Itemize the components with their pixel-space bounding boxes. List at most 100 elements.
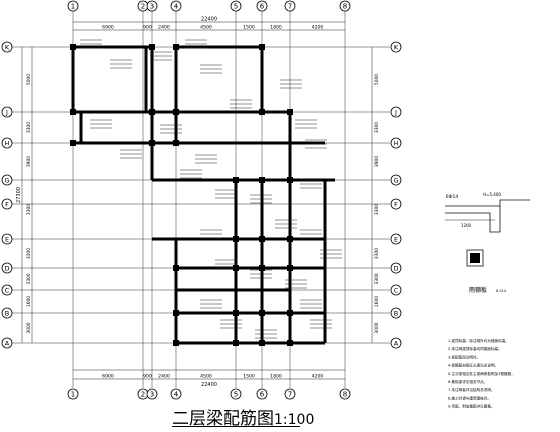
axis-label-left-D: D (4, 265, 9, 273)
rebar-annotation-13 (300, 229, 322, 239)
canopy-dim-label: 1200 (461, 223, 472, 228)
column-5 (149, 109, 155, 115)
axis-bubble-left-J (1, 106, 13, 118)
axis-label-top-6: 6 (260, 3, 265, 11)
dim-left-2: 3900 (26, 156, 32, 167)
axis-label-top-1: 1 (71, 3, 75, 11)
axis-bubble-right-G (390, 174, 402, 186)
rebar-annotation-20 (220, 319, 242, 329)
rebar-annotation-26 (300, 179, 322, 189)
axis-label-top-7: 7 (288, 3, 292, 11)
dim-right-5: 3300 (374, 273, 380, 284)
column-0 (70, 44, 76, 50)
column-9 (70, 140, 76, 146)
column-4 (70, 109, 76, 115)
dim-right-7: 3000 (374, 322, 380, 333)
axis-label-bottom-4: 4 (174, 391, 179, 399)
rebar-annotation-25 (180, 169, 202, 179)
rebar-annotation-18 (300, 299, 322, 309)
rebar-annotation-10 (215, 189, 237, 199)
column-24 (259, 310, 265, 316)
canopy-detail-label: 雨棚板 (469, 286, 487, 294)
axis-label-right-H: H (394, 140, 399, 148)
axis-bubble-top-4 (170, 0, 182, 12)
rebar-annotation-4 (200, 64, 222, 74)
axis-bubble-top-7 (284, 0, 296, 12)
note-line-1: 2.未注明梁顶标高均同楼面标高。 (448, 346, 502, 351)
note-line-6: 7.未注明者详见结构总说明。 (448, 387, 495, 392)
axis-bubble-right-F (390, 198, 402, 210)
note-line-4: 5.主次梁相交处主梁两侧各附加3根箍筋。 (448, 371, 515, 376)
axis-bubble-bottom-4 (170, 388, 182, 400)
canopy-slab-bottom (445, 206, 501, 233)
dim-bottom-0: 6900 (102, 374, 114, 380)
note-line-5: 6.悬挑梁详见相关节点。 (448, 379, 487, 384)
axis-bubble-bottom-3 (146, 388, 158, 400)
axis-label-top-2: 2 (141, 3, 145, 11)
rebar-annotation-19 (200, 299, 222, 309)
column-1 (149, 44, 155, 50)
axis-bubble-right-H (390, 137, 402, 149)
axis-bubble-left-B (1, 307, 13, 319)
axis-bubble-left-H (1, 137, 13, 149)
dim-bottom-2: 2400 (158, 374, 170, 380)
column-25 (287, 310, 293, 316)
axis-label-right-F: F (394, 201, 398, 209)
rebar-annotation-21 (255, 329, 277, 339)
rebar-annotation-0 (80, 39, 102, 49)
dim-top-2: 2400 (158, 25, 170, 31)
axis-bubble-right-A (390, 337, 402, 349)
column-27 (233, 340, 239, 346)
dim-left-total: 27300 (16, 187, 22, 203)
dim-left-4: 3300 (26, 248, 32, 259)
axis-label-right-C: C (394, 287, 399, 295)
dim-right-0: 5000 (374, 74, 380, 85)
axis-bubble-right-K (390, 41, 402, 53)
axis-bubble-left-G (1, 174, 13, 186)
column-16 (259, 236, 265, 242)
rebar-annotation-23 (120, 149, 142, 159)
rebar-annotation-7 (295, 119, 317, 129)
rebar-annotation-27 (320, 249, 342, 259)
title-underline (172, 426, 300, 427)
rebar-annotation-22 (90, 119, 112, 129)
column-14 (287, 177, 293, 183)
axis-label-right-G: G (393, 177, 398, 185)
axis-bubble-right-E (390, 233, 402, 245)
axis-bubble-top-1 (67, 0, 79, 12)
dim-left-6: 1600 (26, 296, 32, 307)
column-11 (173, 140, 179, 146)
dim-top-total: 22400 (201, 17, 217, 23)
axis-bubble-left-D (1, 262, 13, 274)
dim-bottom-4: 1500 (243, 374, 255, 380)
rebar-annotation-1 (110, 59, 132, 69)
rebar-annotation-24 (160, 124, 182, 134)
canopy-rebar-label: 6Ф14 (446, 194, 459, 200)
rebar-annotation-3 (185, 39, 207, 49)
column-18 (173, 265, 179, 271)
axis-bubble-top-8 (339, 0, 351, 12)
axis-bubble-left-E (1, 233, 13, 245)
axis-bubble-left-A (1, 337, 13, 349)
note-line-8: 9.吊筋、附加箍筋详见图集。 (448, 404, 495, 409)
axis-label-top-5: 5 (234, 3, 238, 11)
axis-label-left-H: H (5, 140, 10, 148)
dim-right-4: 3300 (374, 248, 380, 259)
dim-top-4: 1500 (243, 25, 255, 31)
canopy-scale-note: 8 014 (496, 289, 507, 293)
axis-label-left-J: J (5, 109, 8, 117)
canopy-slab-top (445, 199, 530, 207)
dim-left-3: 3300 (26, 204, 32, 215)
axis-label-right-A: A (394, 340, 399, 348)
dim-bottom-total: 22400 (201, 382, 217, 388)
column-13 (259, 177, 265, 183)
column-2 (173, 44, 179, 50)
axis-label-bottom-7: 7 (288, 391, 292, 399)
axis-label-left-F: F (5, 201, 9, 209)
dim-left-5: 3300 (26, 273, 32, 284)
column-23 (233, 310, 239, 316)
axis-label-bottom-8: 8 (343, 391, 347, 399)
axis-bubble-left-C (1, 284, 13, 296)
axis-bubble-bottom-5 (230, 388, 242, 400)
